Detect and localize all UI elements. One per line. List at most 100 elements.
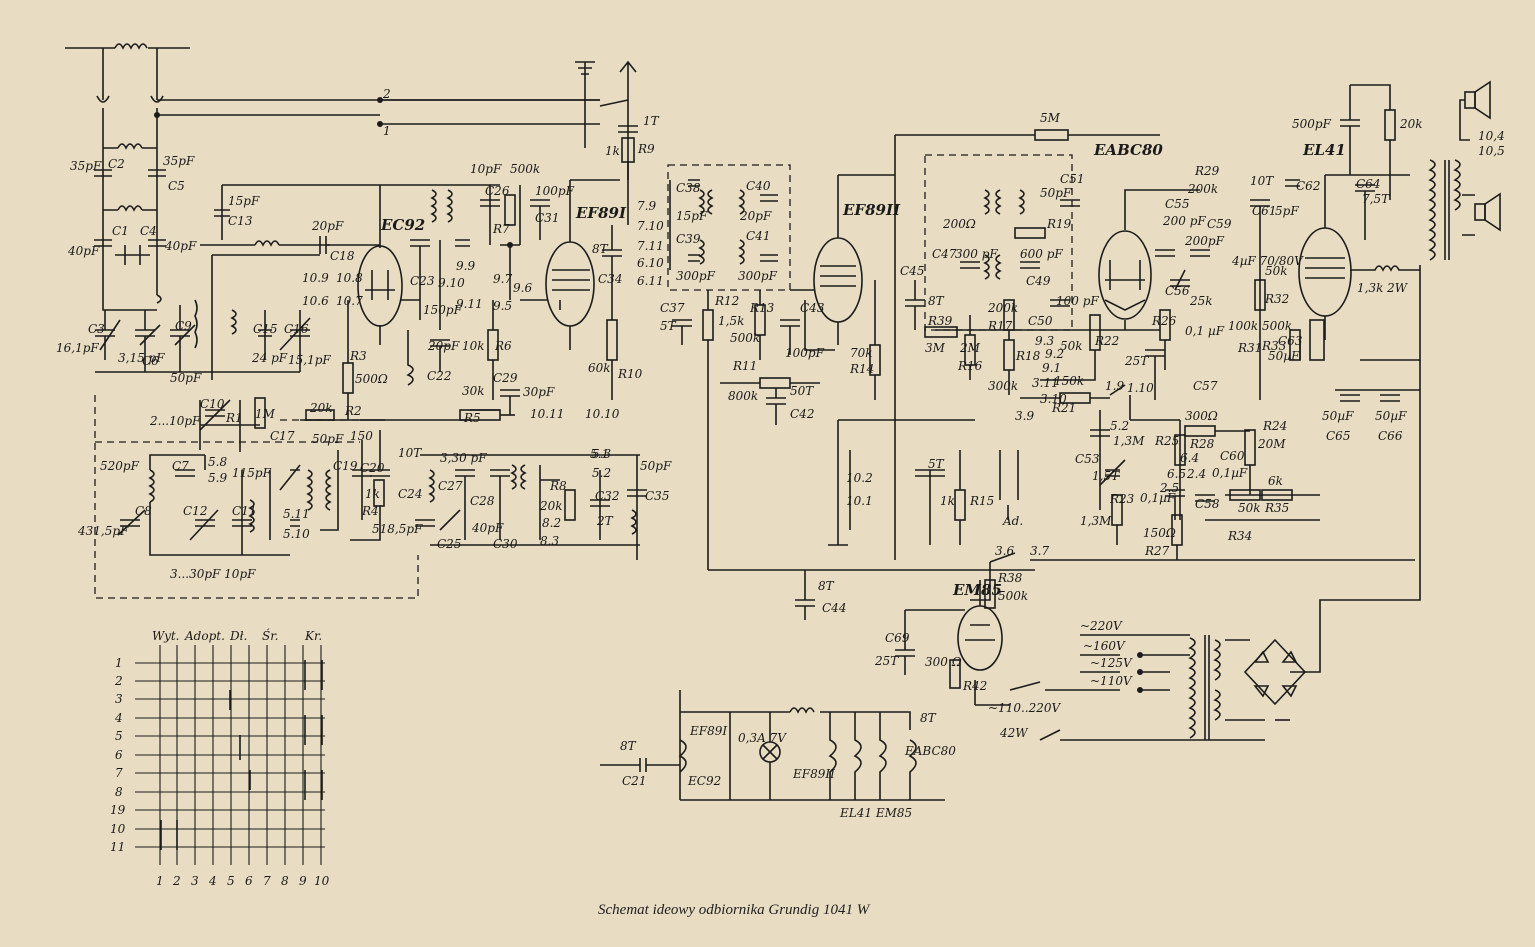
component-label: C29 (493, 371, 518, 385)
component-label: 431,5pF (77, 524, 129, 538)
component-label: R32 (1264, 292, 1289, 306)
switch-matrix (135, 645, 325, 865)
component-label: C40 (746, 179, 771, 193)
component-label: EC92 (687, 774, 721, 788)
component-label: 40pF (67, 244, 100, 258)
matrix-header-adopt: Adopt. (184, 629, 225, 643)
component-label: R16 (957, 359, 983, 373)
component-label: 30pF (523, 385, 555, 399)
component-label: 35pF (70, 159, 102, 173)
component-label: 2.5 (1159, 481, 1179, 495)
label-eabc80: EABC80 (1093, 141, 1163, 159)
tone-control-network (1099, 419, 1320, 560)
component-label: 0,3A 7V (738, 731, 787, 745)
component-label: 4µF 70/80V (1231, 254, 1304, 268)
component-label: 16,1pF (56, 341, 99, 355)
component-label: 15pF (676, 209, 708, 223)
component-label: R28 (1189, 437, 1215, 451)
component-label: 9.10 (438, 276, 465, 290)
component-label: R23 (1109, 492, 1135, 506)
component-label: 800k (728, 389, 758, 403)
component-label: 9.3 (1035, 334, 1054, 348)
component-label: 100 pF (1056, 294, 1099, 308)
component-label: C62 (1296, 179, 1320, 193)
tube-ec92 (357, 185, 420, 386)
tube-el41 (1250, 84, 1420, 400)
component-label: 7,5T (1362, 192, 1390, 206)
component-label: R8 (549, 479, 567, 493)
component-label: C8 (135, 504, 152, 518)
component-label: 5.10 (283, 527, 310, 541)
component-label: C63 (1278, 334, 1303, 348)
component-label: 10.1 (846, 494, 873, 508)
tube-em85 (895, 552, 1060, 689)
component-label: C17 (270, 429, 295, 443)
component-label: 6k (1268, 474, 1283, 488)
component-label: 500k (510, 162, 540, 176)
component-label: 10k (462, 339, 485, 353)
component-label: 4 (114, 711, 123, 725)
component-label: C34 (598, 272, 622, 286)
component-label: R27 (1144, 544, 1170, 558)
component-label: C38 (676, 181, 701, 195)
component-label: 1T (643, 114, 660, 128)
component-label: R29 (1194, 164, 1220, 178)
component-label: 60k (588, 361, 611, 375)
component-label: R25 (1154, 434, 1179, 448)
component-label: C28 (470, 494, 495, 508)
component-label: 8T (592, 242, 609, 256)
component-label: 1,3M (1080, 514, 1112, 528)
component-label: 5pF (1275, 204, 1299, 218)
component-label: C7 (172, 459, 189, 473)
component-label: 50T (790, 384, 814, 398)
component-label: ~110V (1090, 674, 1133, 688)
antenna-input-section (65, 43, 600, 311)
component-label: R1 (225, 411, 243, 425)
component-label: 8.2 (542, 516, 561, 530)
component-label: 50µF (1268, 349, 1300, 363)
component-label: 20k (309, 401, 333, 415)
component-label: R9 (637, 142, 655, 156)
component-label: 9 (299, 874, 307, 888)
component-label: 6 (245, 874, 253, 888)
component-label: C6 (142, 354, 159, 368)
component-label: 3,30 pF (440, 451, 487, 465)
component-label: 6 (115, 748, 123, 762)
component-label: 8T (620, 739, 637, 753)
component-label: C4 (140, 224, 157, 238)
component-label: EF89II (792, 767, 835, 781)
component-label: 0,1µF (1212, 466, 1248, 480)
component-label: 1,3k 2W (1357, 281, 1409, 295)
component-label: 15,1pF (288, 353, 331, 367)
component-label: C56 (1165, 284, 1190, 298)
component-label: 10.8 (336, 271, 363, 285)
component-label: 3...30pF 10pF (170, 567, 256, 581)
component-label: 2T (596, 514, 614, 528)
component-label: R33 (1261, 339, 1287, 353)
component-label: C55 (1165, 197, 1189, 211)
matrix-header-dl: Dł. (229, 629, 247, 643)
component-label: 30k (462, 384, 485, 398)
component-label: C64 (1356, 177, 1380, 191)
component-label: Ad. (1002, 514, 1023, 528)
component-label: 200k (1187, 182, 1218, 196)
component-label: C61 (1252, 204, 1276, 218)
power-filter (1060, 360, 1421, 673)
component-label: 5T (928, 457, 945, 471)
component-label: C25 (437, 537, 461, 551)
component-label: C47 (932, 247, 957, 261)
component-label: C2 (108, 157, 125, 171)
component-label: 50µF (1375, 409, 1407, 423)
component-label: R34 (1227, 529, 1252, 543)
component-label: C21 (622, 774, 646, 788)
component-label: C58 (1195, 497, 1220, 511)
component-label: 20k (1399, 117, 1423, 131)
component-label: 7.9 (637, 199, 656, 213)
component-label: C20 (360, 461, 385, 475)
component-label: 600 pF (1020, 247, 1063, 261)
component-label: 5.9 (208, 471, 227, 485)
component-label: 518,5pF (372, 522, 423, 536)
component-label: 25k (1189, 294, 1213, 308)
component-label: 9.9 (456, 259, 475, 273)
component-label: 9.6 (513, 281, 532, 295)
